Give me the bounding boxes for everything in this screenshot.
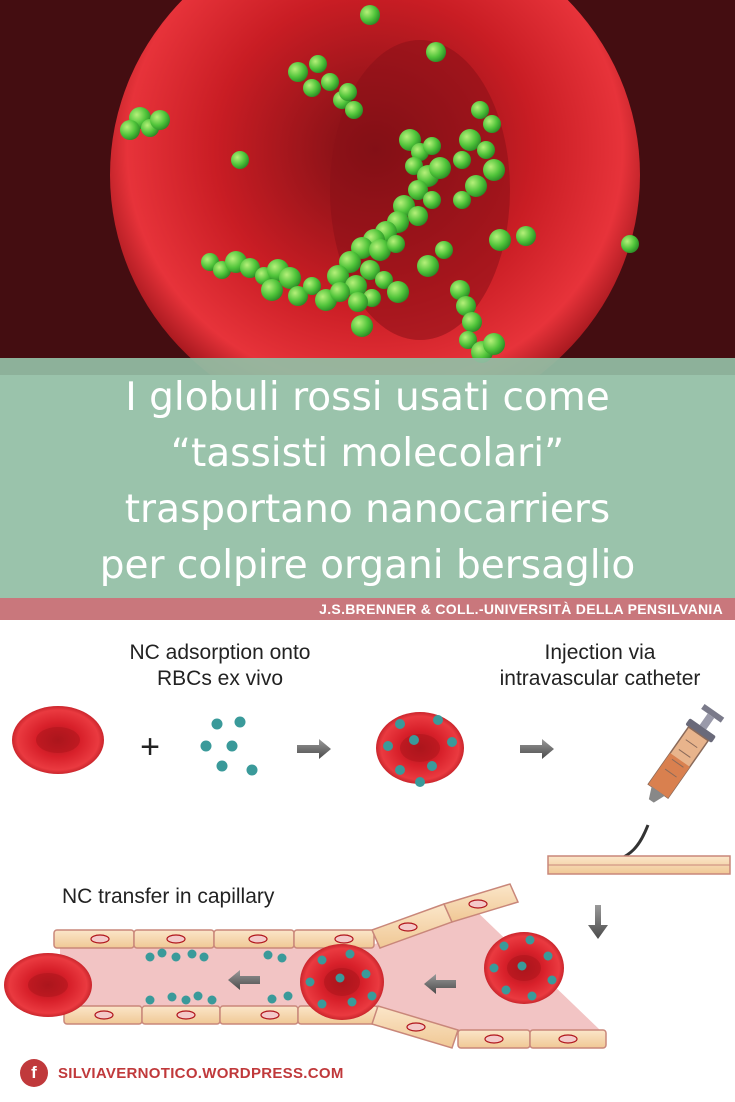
green-nanocarrier	[309, 55, 327, 73]
green-nanocarrier	[453, 151, 471, 169]
green-nanocarrier	[150, 110, 170, 130]
green-nanocarrier	[408, 206, 428, 226]
green-nanocarrier	[417, 255, 439, 277]
title-line: I globuli rossi usati come	[125, 375, 610, 420]
arrow-left-icon	[424, 974, 456, 994]
green-nanocarrier	[345, 275, 367, 297]
adsorption-label-line: RBCs ex vivo	[156, 667, 284, 690]
green-nanocarrier	[120, 120, 140, 140]
green-nanocarrier	[450, 280, 470, 300]
green-nanocarrier	[279, 267, 301, 289]
title-line: “tassisti molecolari”	[170, 431, 565, 476]
green-nanocarrier	[423, 137, 441, 155]
credit-line: J.S.BRENNER & COLL.-UNIVERSITÀ DELLA PEN…	[319, 601, 723, 617]
green-nanocarrier	[459, 331, 477, 349]
green-nanocarrier	[483, 333, 505, 355]
green-nanocarrier	[369, 239, 391, 261]
green-nanocarrier	[516, 226, 536, 246]
green-nanocarrier	[351, 315, 373, 337]
page-title: I globuli rossi usati come “tassisti mol…	[0, 370, 735, 594]
green-nanocarrier	[321, 73, 339, 91]
footer: f SILVIAVERNOTICO.WORDPRESS.COM	[20, 1058, 344, 1088]
nanocarriers-free	[200, 716, 258, 776]
title-band	[0, 358, 735, 598]
nanocarrier-transfer-diagram: +	[4, 703, 731, 1049]
injection-label-line: Injection via	[544, 641, 656, 664]
green-nanocarrier	[489, 229, 511, 251]
adsorption-label: NC adsorption onto RBCs ex vivo	[60, 640, 380, 692]
green-nanocarrier	[477, 141, 495, 159]
green-nanocarrier	[345, 101, 363, 119]
rbc-nanocarrier-photo	[0, 0, 735, 375]
green-nanocarrier	[348, 292, 368, 312]
green-nanocarrier	[303, 277, 321, 295]
green-nanocarrier	[483, 159, 505, 181]
arrow-left-icon	[228, 970, 260, 990]
arrow-right-icon	[297, 739, 331, 759]
credit-band	[0, 598, 735, 620]
green-nanocarrier	[339, 83, 357, 101]
facebook-icon[interactable]: f	[20, 1059, 48, 1087]
green-nanocarrier	[375, 271, 393, 289]
green-nanocarrier	[621, 235, 639, 253]
green-nanocarrier	[240, 258, 260, 278]
green-nanocarrier	[360, 260, 380, 280]
green-nanocarrier	[483, 115, 501, 133]
syringe-icon	[603, 703, 725, 866]
arrow-right-icon	[520, 739, 554, 759]
capillary-label: NC transfer in capillary	[62, 885, 275, 908]
green-nanocarriers	[120, 5, 639, 363]
injection-label-line: intravascular catheter	[499, 667, 701, 690]
green-nanocarrier	[465, 175, 487, 197]
green-nanocarrier	[408, 180, 428, 200]
nanocarriers-in-capillary	[145, 935, 557, 1009]
nanocarriers-on-rbc	[383, 715, 457, 787]
green-nanocarrier	[429, 157, 451, 179]
green-nanocarrier	[453, 191, 471, 209]
green-nanocarrier	[456, 296, 476, 316]
green-nanocarrier	[303, 79, 321, 97]
green-nanocarrier	[471, 101, 489, 119]
title-line: trasportano nanocarriers	[124, 487, 611, 532]
green-nanocarrier	[261, 279, 283, 301]
green-nanocarrier	[387, 281, 409, 303]
plus-sign: +	[140, 728, 160, 766]
arrow-down-icon	[588, 905, 608, 939]
green-nanocarrier	[435, 241, 453, 259]
adsorption-label-line: NC adsorption onto	[129, 641, 311, 664]
title-line: per colpire organi bersaglio	[99, 543, 636, 588]
green-nanocarrier	[231, 151, 249, 169]
green-nanocarrier	[462, 312, 482, 332]
site-link[interactable]: SILVIAVERNOTICO.WORDPRESS.COM	[58, 1064, 344, 1082]
green-nanocarrier	[387, 235, 405, 253]
green-nanocarrier	[327, 265, 349, 287]
endothelial-cells-top	[53, 883, 520, 949]
green-nanocarrier	[288, 62, 308, 82]
injection-label: Injection via intravascular catheter	[465, 640, 735, 692]
green-nanocarrier	[423, 191, 441, 209]
green-nanocarrier	[360, 5, 380, 25]
green-nanocarrier	[288, 286, 308, 306]
green-nanocarrier	[426, 42, 446, 62]
green-nanocarrier	[459, 129, 481, 151]
green-nanocarrier	[330, 282, 350, 302]
